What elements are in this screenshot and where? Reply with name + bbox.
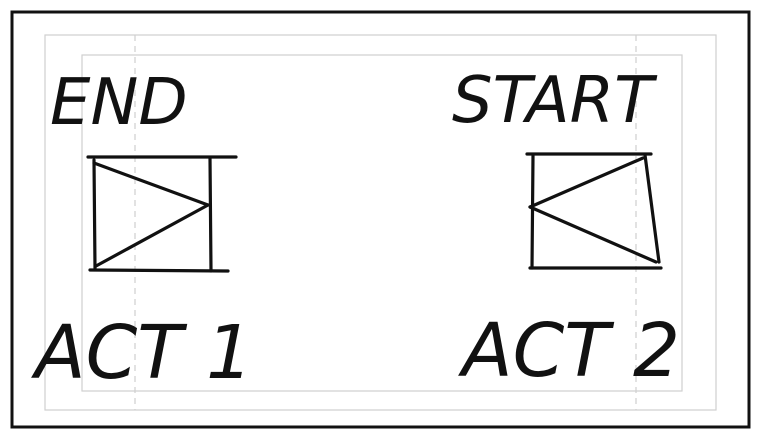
act2-label: ACT 2 bbox=[458, 308, 680, 394]
start-label: START bbox=[452, 64, 658, 138]
start-frame-icon bbox=[527, 154, 661, 268]
end-label: END bbox=[50, 66, 188, 140]
act1-label: ACT 1 bbox=[31, 310, 253, 396]
end-frame-icon bbox=[88, 157, 236, 271]
